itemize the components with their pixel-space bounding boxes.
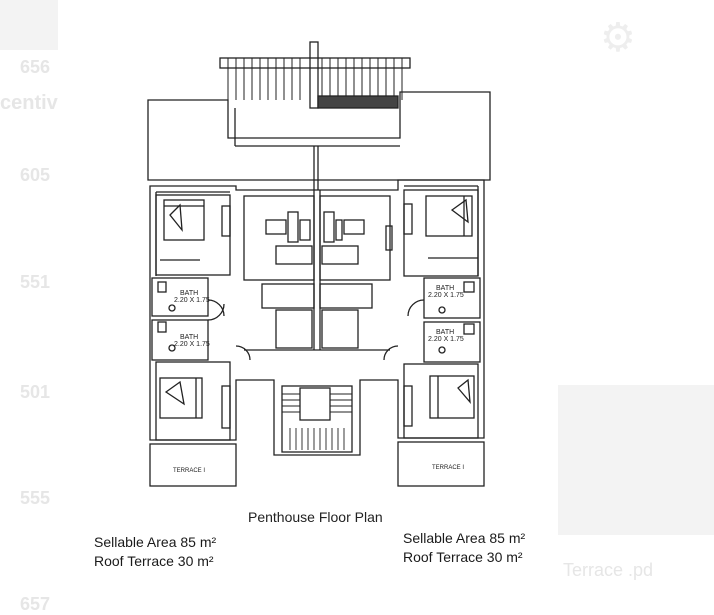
bath-size-label: 2.20 X 1.75 xyxy=(428,336,464,343)
top-railing xyxy=(219,57,411,69)
bath-label: BATH xyxy=(180,290,198,297)
building-outline xyxy=(149,179,485,456)
background-text: 656 xyxy=(20,57,51,77)
background-text: Terrace .pd xyxy=(563,560,654,580)
plan-title: Penthouse Floor Plan xyxy=(248,509,383,525)
bath-size-label: 2.20 X 1.75 xyxy=(428,292,464,299)
bath-label: BATH xyxy=(436,329,454,336)
background-image-right xyxy=(558,385,714,535)
bath-top-right xyxy=(423,277,481,319)
background-text: 551 xyxy=(20,272,51,292)
bath-top-left xyxy=(151,277,209,317)
caption-left: Sellable Area 85 m² Roof Terrace 30 m² xyxy=(94,533,216,571)
background-thumbnail-left xyxy=(0,0,58,50)
bedroom-top-left xyxy=(155,194,231,276)
background-text: 605 xyxy=(20,165,51,185)
background-text: centiv xyxy=(0,92,58,114)
bath-size-label: 2.20 X 1.75 xyxy=(174,341,210,348)
sellable-area-left: Sellable Area 85 m² xyxy=(94,534,217,550)
roof-terrace-right: Roof Terrace 30 m² xyxy=(403,549,523,565)
caption-right: Sellable Area 85 m² Roof Terrace 30 m² xyxy=(403,529,525,567)
bath-size-label: 2.20 X 1.75 xyxy=(174,297,210,304)
terrace-label: TERRACE I xyxy=(432,465,464,471)
bath-bottom-left xyxy=(151,319,209,361)
gear-icon: ⚙ xyxy=(600,16,636,60)
background-text: 501 xyxy=(20,382,51,402)
terrace-right xyxy=(397,441,485,487)
living-right xyxy=(319,195,391,281)
terrace-left xyxy=(149,443,237,487)
roof-terrace-left: Roof Terrace 30 m² xyxy=(94,553,214,569)
roof-outline xyxy=(147,91,491,181)
bedroom-bottom-right xyxy=(403,363,479,439)
sellable-area-right: Sellable Area 85 m² xyxy=(403,530,526,546)
kitchen-left xyxy=(261,283,315,309)
background-text: 555 xyxy=(20,488,51,508)
kitchen-right xyxy=(319,283,373,309)
living-left xyxy=(243,195,315,281)
bath-bottom-right xyxy=(423,321,481,363)
staircase xyxy=(281,385,353,453)
bath-label: BATH xyxy=(436,285,454,292)
bath-label: BATH xyxy=(180,334,198,341)
terrace-label: TERRACE I xyxy=(173,468,205,474)
bedroom-bottom-left xyxy=(155,361,231,441)
